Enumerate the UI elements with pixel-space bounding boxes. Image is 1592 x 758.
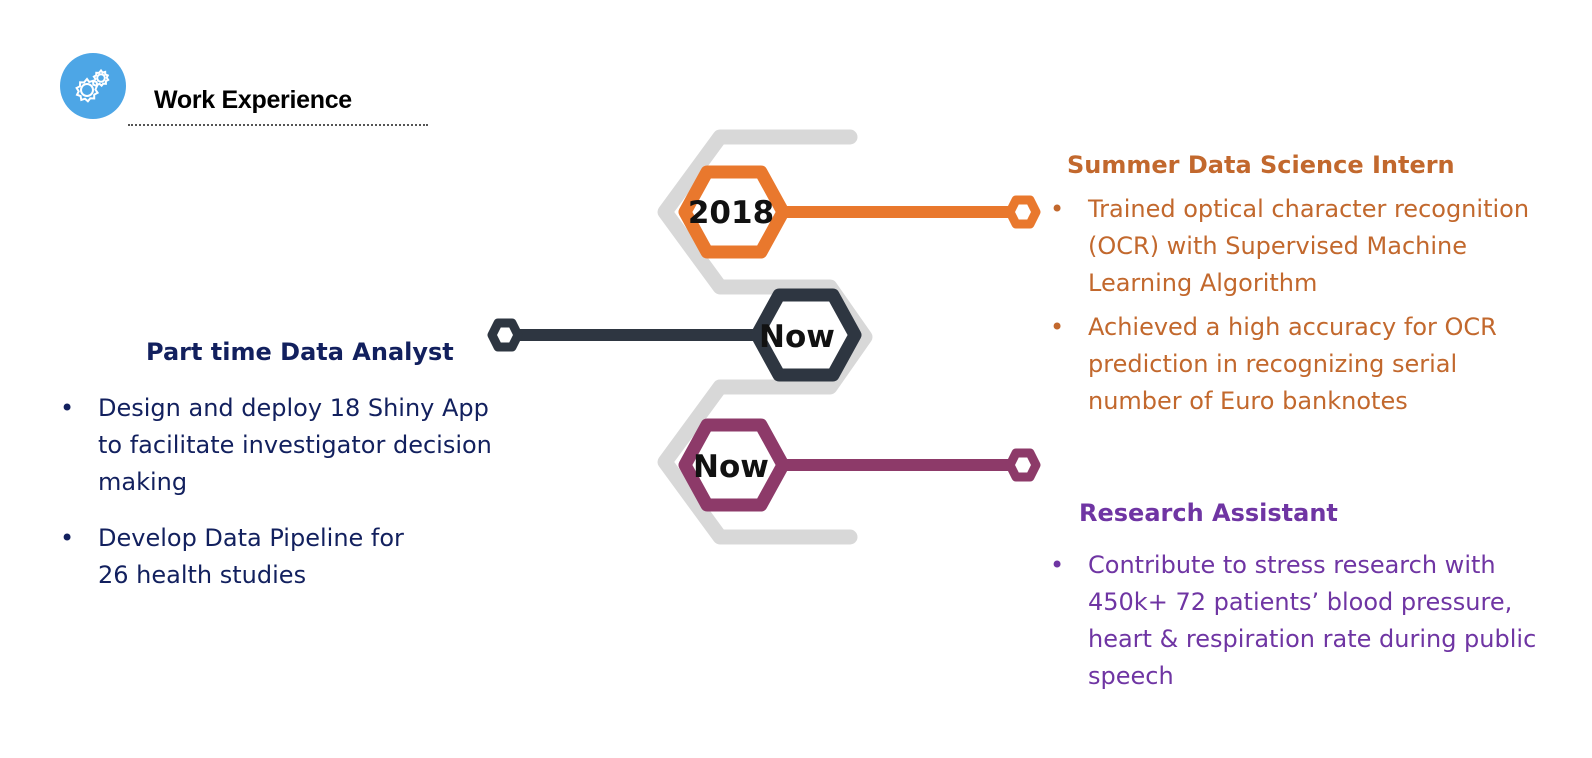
- role-summer-data-science-intern: Summer Data Science Intern Trained optic…: [1050, 151, 1550, 427]
- bullet-item: Trained optical character recognition (O…: [1050, 191, 1548, 302]
- node-label-2018: 2018: [688, 195, 774, 231]
- bullet-item: Develop Data Pipeline for 26 health stud…: [60, 520, 428, 594]
- node-label-now-2: Now: [693, 449, 769, 485]
- role-title: Summer Data Science Intern: [1067, 151, 1455, 179]
- role-bullets: Design and deploy 18 Shiny App to facili…: [60, 390, 520, 594]
- gears-icon: [60, 53, 126, 119]
- bullet-item: Design and deploy 18 Shiny App to facili…: [60, 390, 508, 501]
- timeline-node-now-1: Now: [487, 288, 862, 382]
- role-research-assistant: Research Assistant Contribute to stress …: [1050, 499, 1550, 695]
- role-bullets: Trained optical character recognition (O…: [1050, 191, 1550, 420]
- timeline-node-2018: 2018: [678, 165, 1041, 259]
- bullet-item: Achieved a high accuracy for OCR predict…: [1050, 309, 1528, 420]
- timeline-node-now-2: Now: [678, 418, 1041, 512]
- role-part-time-data-analyst: Part time Data Analyst Design and deploy…: [60, 338, 520, 613]
- node-label-now-1: Now: [759, 319, 835, 355]
- role-title: Part time Data Analyst: [146, 338, 454, 366]
- title-divider: [128, 124, 428, 126]
- timeline-diagram: 2018 Now Now: [487, 129, 1041, 545]
- bullet-item: Contribute to stress research with 450k+…: [1050, 547, 1538, 695]
- role-bullets: Contribute to stress research with 450k+…: [1050, 547, 1550, 695]
- page-title: Work Experience: [154, 86, 352, 114]
- role-title: Research Assistant: [1079, 499, 1338, 527]
- timeline-track: [657, 129, 873, 545]
